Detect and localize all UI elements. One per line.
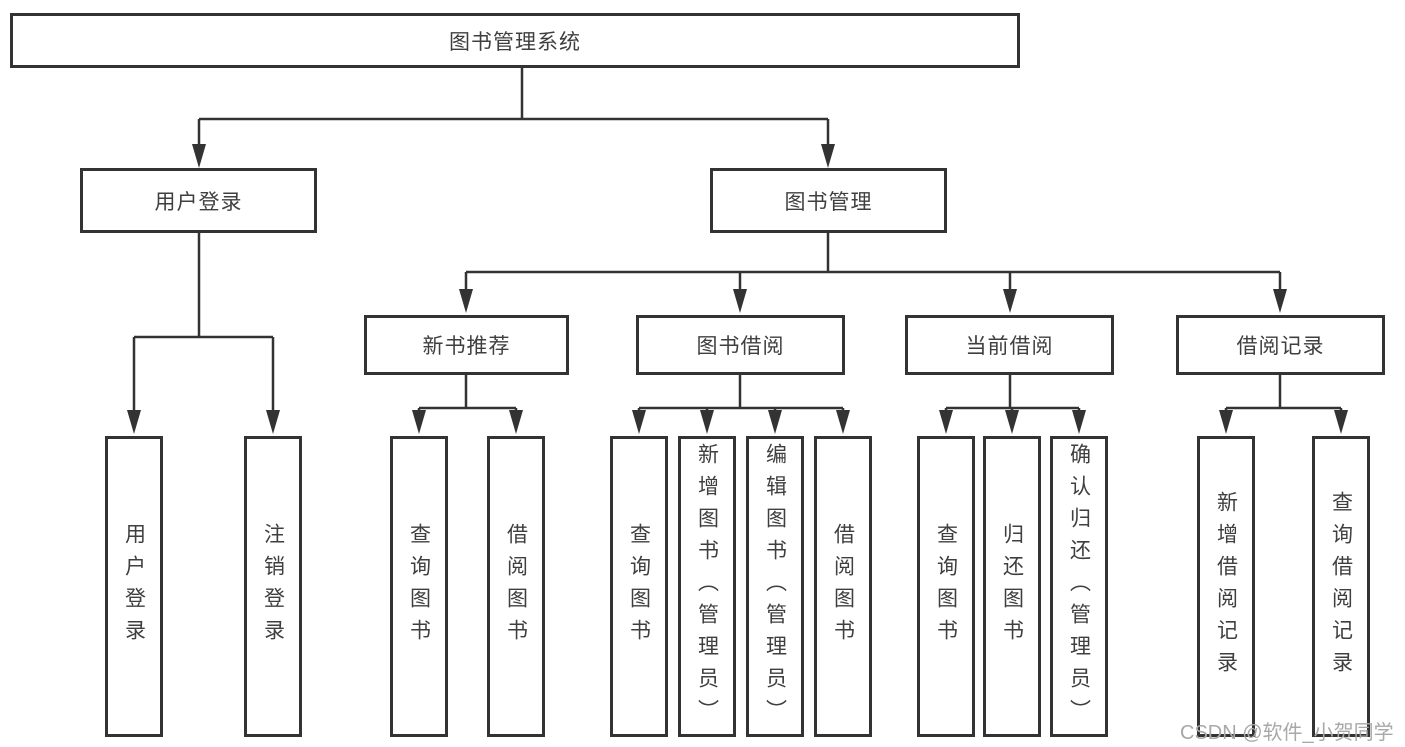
leaf-label: 查询图书 xyxy=(934,522,958,651)
node-library-management-system: 图书管理系统 xyxy=(10,13,1020,68)
node-user-login: 用户登录 xyxy=(80,168,317,233)
leaf-query-books: 查询图书 xyxy=(610,436,668,737)
leaf-user-login: 用户登录 xyxy=(105,436,163,737)
node-label: 用户登录 xyxy=(154,190,243,214)
leaf-edit-books-admin: 编辑图书（管理员） xyxy=(746,436,804,737)
edge-current-borrow-to-leaves xyxy=(939,375,1086,434)
leaf-add-books-admin: 新增图书（管理员） xyxy=(678,436,736,737)
node-new-book-recommend: 新书推荐 xyxy=(364,315,569,375)
edge-borrow-records-to-leaves xyxy=(1219,375,1348,434)
leaf-label: 注销登录 xyxy=(261,522,285,651)
leaf-borrow-books: 借阅图书 xyxy=(814,436,872,737)
node-book-management: 图书管理 xyxy=(710,168,947,233)
leaf-label: 新增图书（管理员） xyxy=(695,442,719,731)
leaf-return-books: 归还图书 xyxy=(983,436,1041,737)
leaf-borrow-books: 借阅图书 xyxy=(487,436,545,737)
csdn-watermark: CSDN @软件_小贺同学 xyxy=(1180,722,1394,744)
leaf-label: 借阅图书 xyxy=(831,522,855,651)
leaf-label: 确认归还（管理员） xyxy=(1067,442,1091,731)
leaf-query-books: 查询图书 xyxy=(917,436,975,737)
edge-root-to-level2 xyxy=(192,68,835,168)
node-label: 图书管理 xyxy=(784,190,873,214)
leaf-query-borrow-record: 查询借阅记录 xyxy=(1312,436,1370,737)
leaf-label: 借阅图书 xyxy=(504,522,528,651)
node-borrow-records: 借阅记录 xyxy=(1176,315,1385,375)
node-label: 当前借阅 xyxy=(965,335,1054,358)
leaf-label: 新增借阅记录 xyxy=(1214,490,1238,683)
leaf-label: 归还图书 xyxy=(1000,522,1024,651)
node-label: 图书借阅 xyxy=(696,335,785,358)
leaf-label: 查询图书 xyxy=(407,522,431,651)
leaf-add-borrow-record: 新增借阅记录 xyxy=(1197,436,1255,737)
node-label: 借阅记录 xyxy=(1236,335,1325,358)
leaf-label: 编辑图书（管理员） xyxy=(763,442,787,731)
edge-user-login-to-leaves xyxy=(127,233,280,434)
leaf-confirm-return-admin: 确认归还（管理员） xyxy=(1050,436,1108,737)
edge-new-book-recommend-to-leaves xyxy=(412,375,523,434)
node-label: 图书管理系统 xyxy=(449,30,581,54)
edge-book-management-to-level3 xyxy=(459,233,1287,313)
leaf-label: 用户登录 xyxy=(122,522,146,651)
edge-book-borrow-to-leaves xyxy=(632,375,850,434)
node-book-borrow: 图书借阅 xyxy=(636,315,845,375)
leaf-label: 查询图书 xyxy=(627,522,651,651)
leaf-query-books: 查询图书 xyxy=(390,436,448,737)
node-current-borrow: 当前借阅 xyxy=(905,315,1114,375)
leaf-label: 查询借阅记录 xyxy=(1329,490,1353,683)
leaf-logout: 注销登录 xyxy=(244,436,302,737)
node-label: 新书推荐 xyxy=(422,335,511,358)
